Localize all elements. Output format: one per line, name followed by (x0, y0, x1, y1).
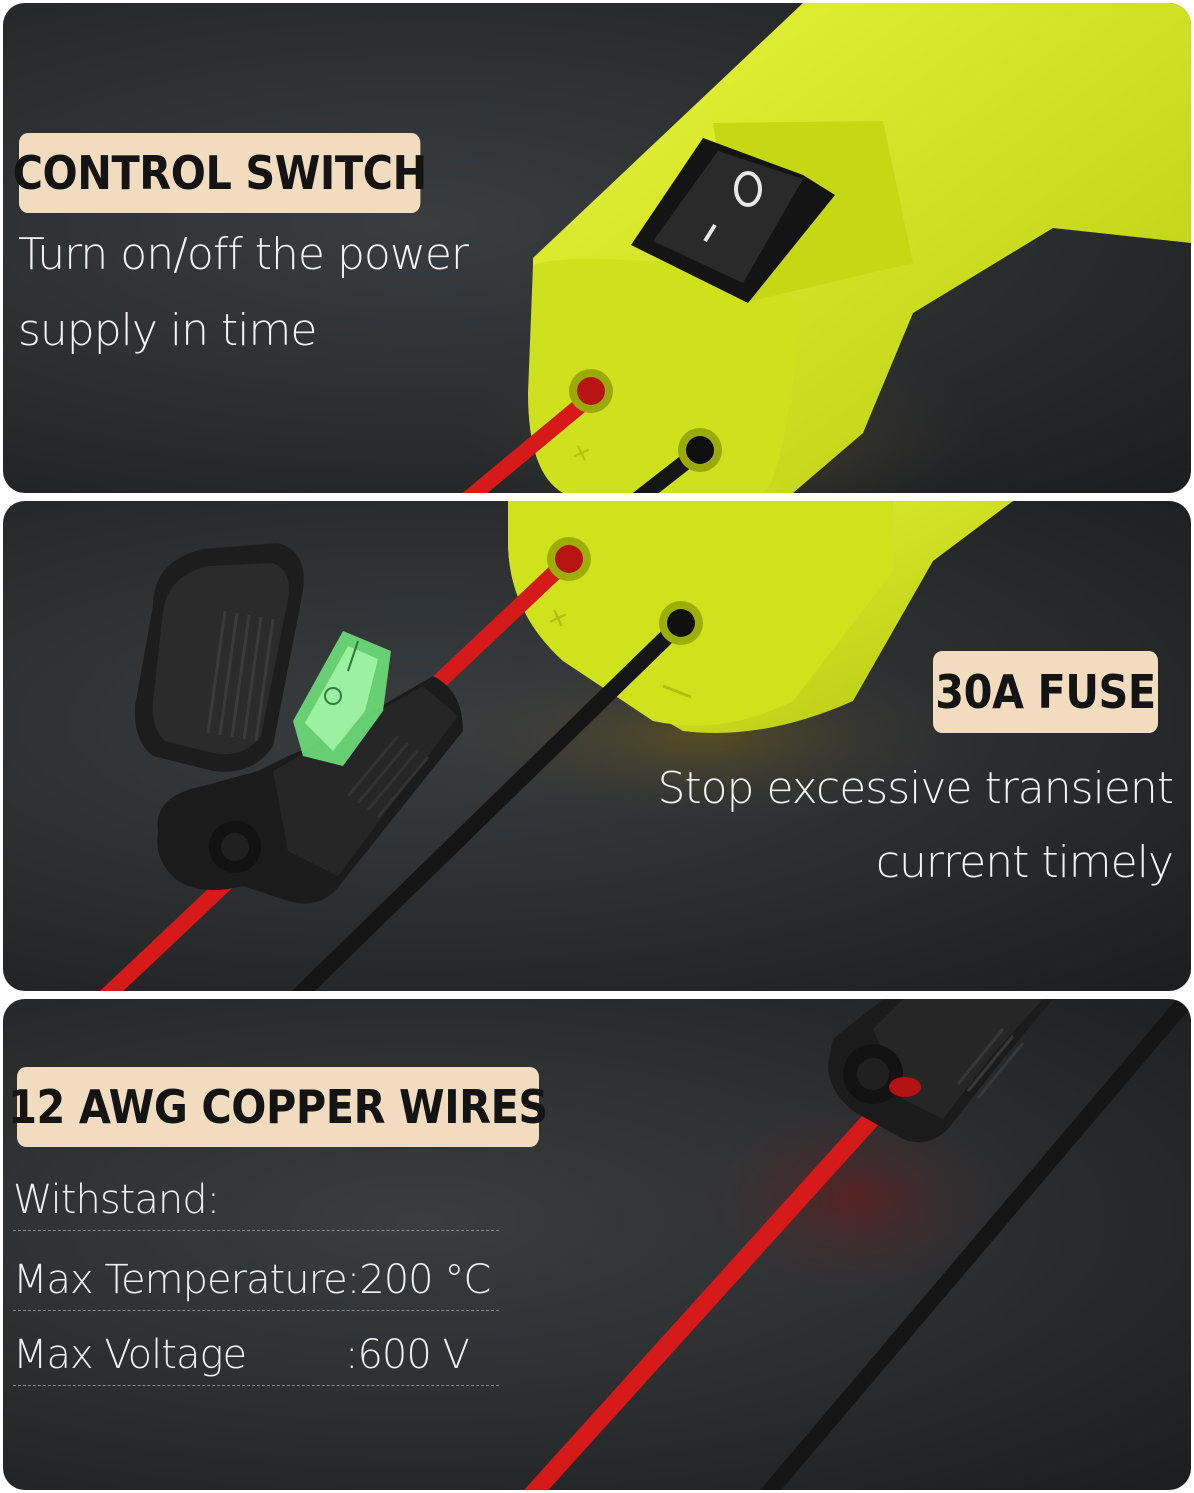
housing-front-face (528, 259, 803, 493)
red-wire (462, 388, 599, 493)
control-switch-line-2: supply in time (18, 305, 317, 356)
spec-separator: : (346, 1257, 361, 1303)
control-switch-panel: + CONTROL SWITCH Turn on/off the power s… (3, 3, 1191, 493)
fuse-line-2: current timely (875, 837, 1174, 888)
spec-value: 200 °C (359, 1257, 491, 1303)
copper-wire-illustration (524, 999, 1191, 1490)
spec-label: Max Voltage (13, 1332, 247, 1378)
fuse-holder-illustration: + (99, 501, 1013, 991)
spec-label: Max Temperature (13, 1257, 348, 1303)
fuse-holder (134, 543, 463, 904)
off-symbol-icon (734, 171, 762, 207)
control-switch-line-1: Turn on/off the power (18, 229, 469, 280)
spec-value: 600 V (357, 1332, 469, 1378)
on-symbol-icon (703, 223, 717, 243)
spec-row-temperature: Max Temperature: 200 °C (13, 1250, 499, 1311)
spec-row-voltage: Max Voltage: 600 V (13, 1325, 499, 1386)
copper-wires-panel: 12 AWG COPPER WIRES Withstand: Max Tempe… (3, 999, 1191, 1490)
withstand-text: Withstand: (13, 1177, 220, 1223)
switch-housing-illustration: + (462, 3, 1191, 493)
withstand-label: Withstand: (13, 1170, 499, 1231)
fuse-panel: + (3, 501, 1191, 991)
fuse-line-1: Stop excessive transient (657, 763, 1174, 814)
copper-wires-badge: 12 AWG COPPER WIRES (8, 1067, 548, 1147)
red-wire (524, 1077, 910, 1490)
black-wire (291, 617, 687, 991)
control-switch-badge: CONTROL SWITCH (13, 133, 427, 213)
spec-separator: : (345, 1332, 359, 1378)
fuse-holder-end (828, 999, 1053, 1143)
rocker-switch (631, 138, 835, 303)
fuse-badge: 30A FUSE (933, 651, 1158, 733)
black-wire (760, 999, 1190, 1490)
